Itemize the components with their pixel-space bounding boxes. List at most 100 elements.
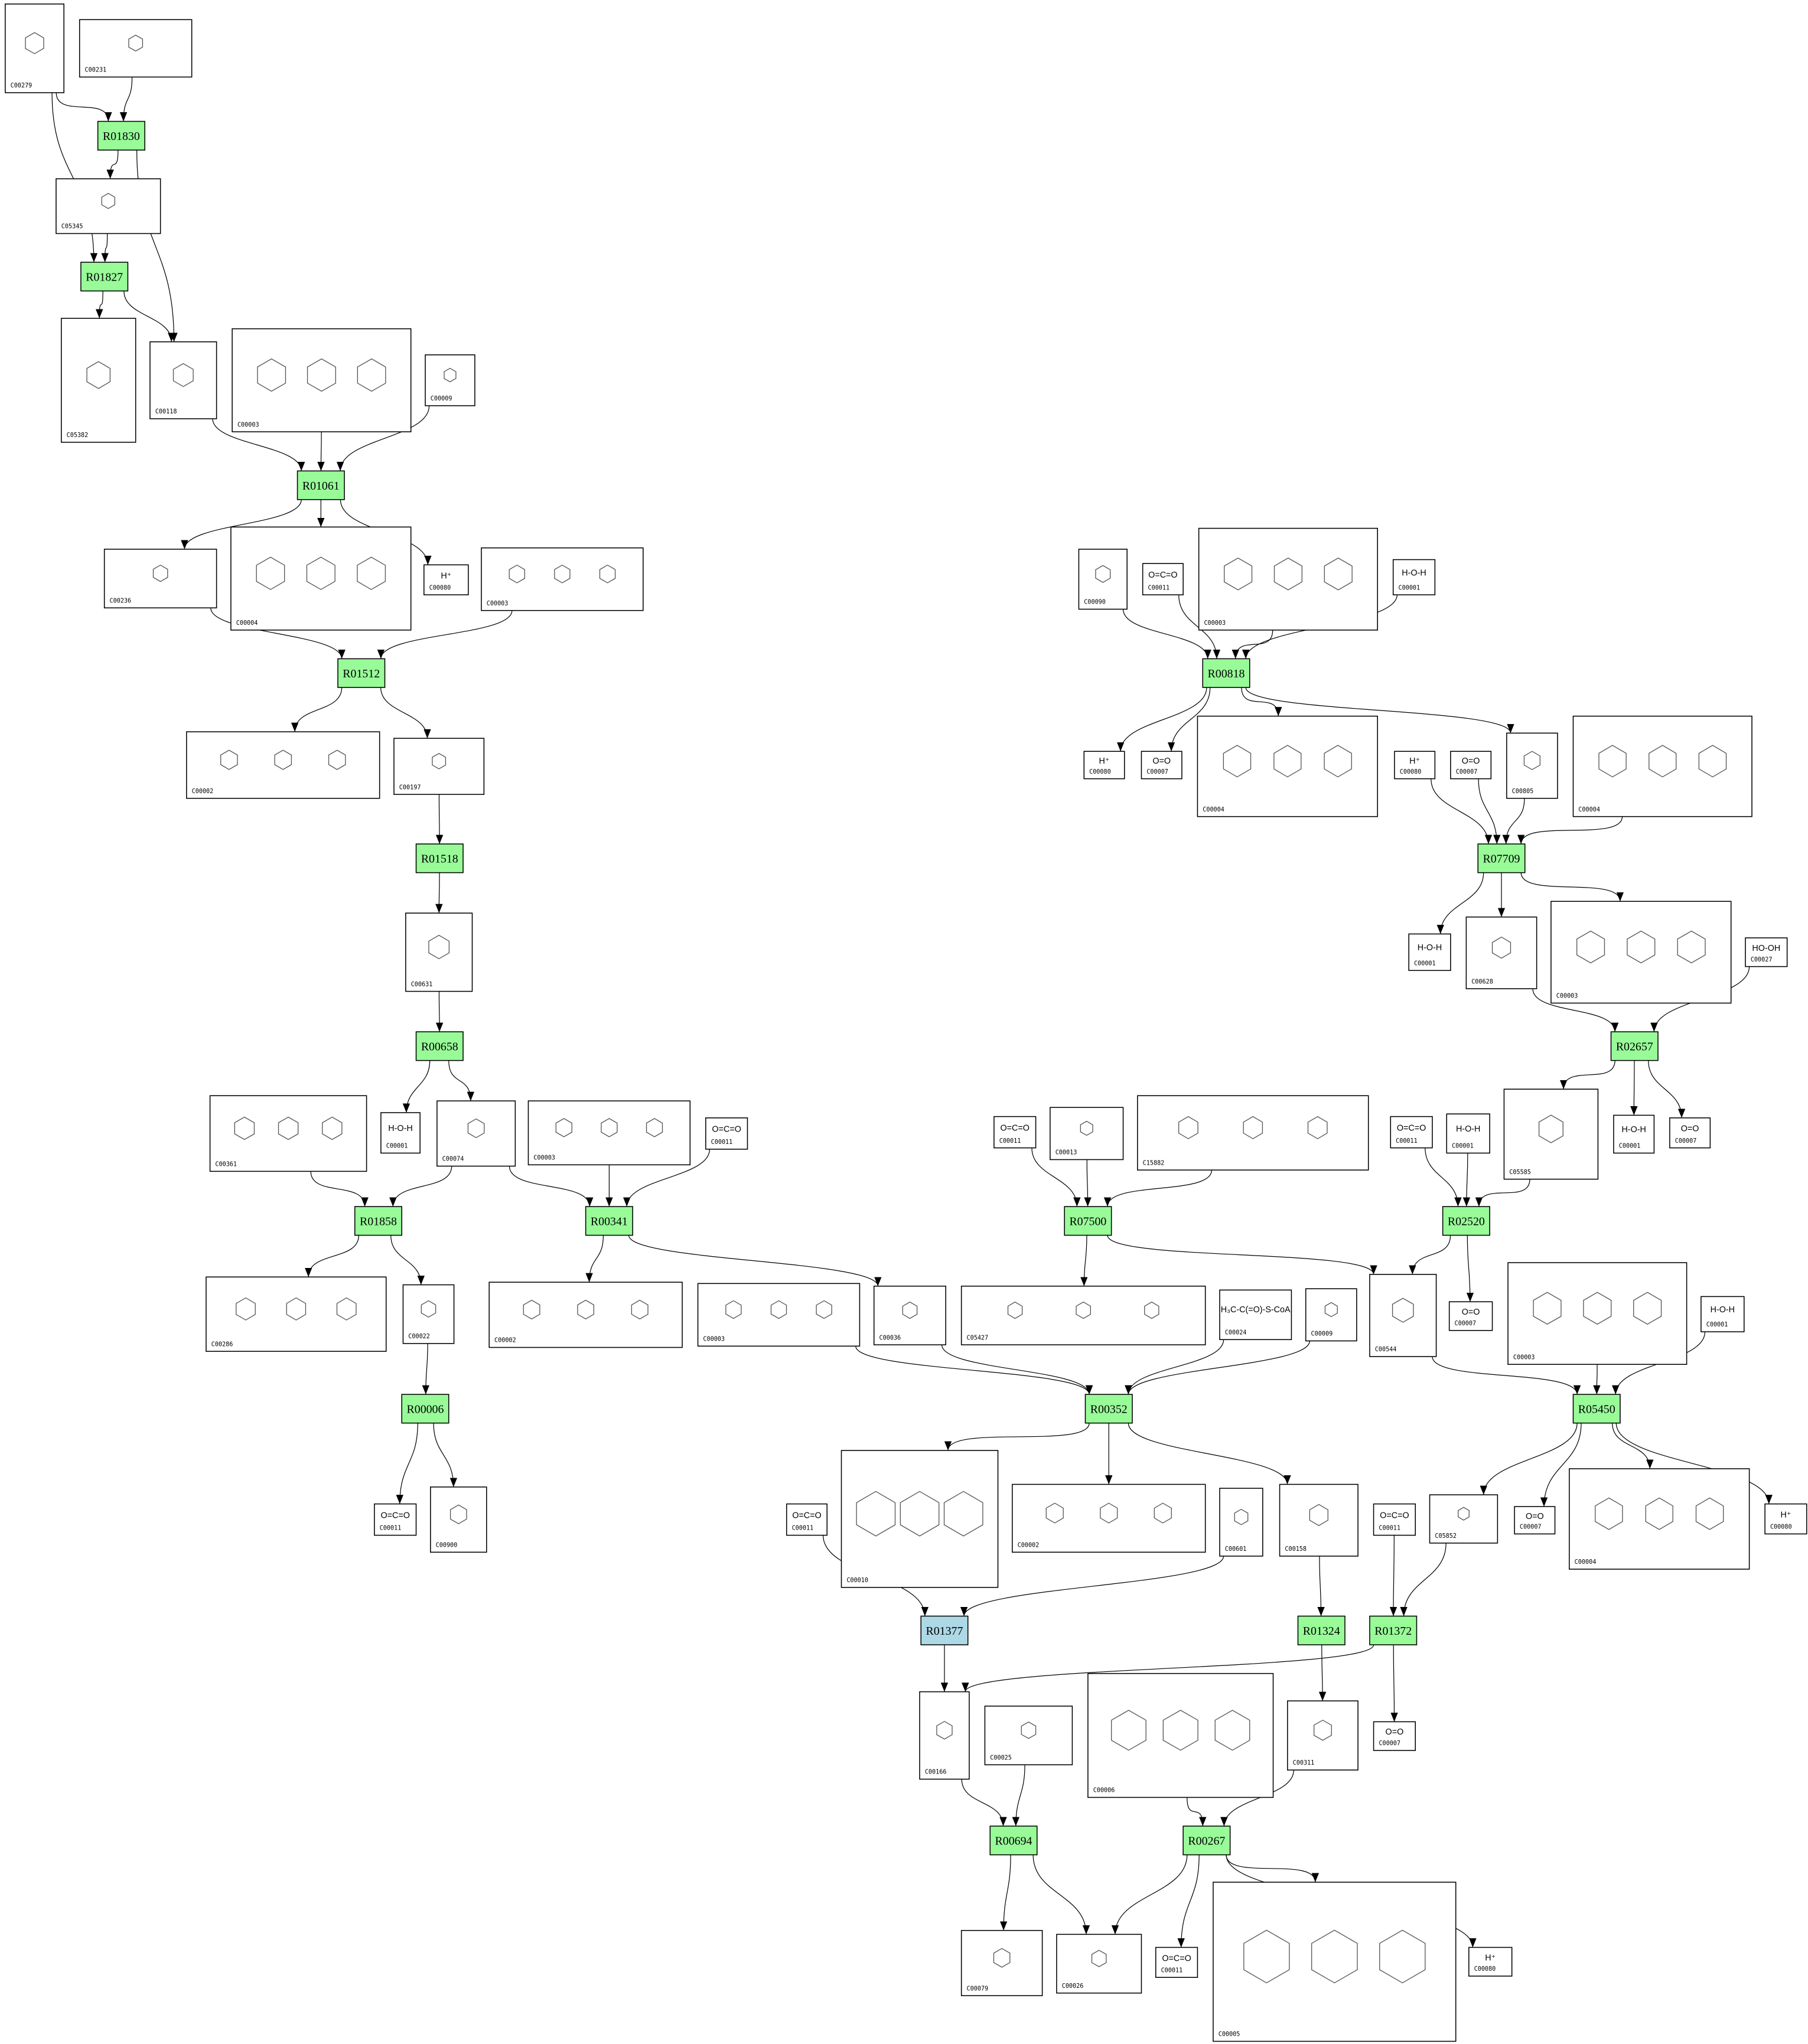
reaction-node-R07500[interactable]: R07500: [1064, 1206, 1112, 1236]
reaction-node-R01377[interactable]: R01377: [920, 1615, 969, 1645]
compound-box[interactable]: [960, 1929, 1043, 1996]
reaction-box[interactable]: [415, 1031, 464, 1061]
compound-box[interactable]: [1669, 1117, 1711, 1149]
compound-node-C00080[interactable]: H⁺C00080: [1083, 751, 1125, 780]
compound-node-C15882[interactable]: C15882: [1137, 1095, 1369, 1171]
compound-box[interactable]: [1392, 559, 1436, 595]
compound-box[interactable]: [1287, 1700, 1359, 1771]
reaction-node-R07709[interactable]: R07709: [1477, 843, 1526, 873]
compound-node-C00013[interactable]: C00013: [1050, 1107, 1124, 1160]
reaction-node-R01061[interactable]: R01061: [297, 470, 345, 500]
compound-box[interactable]: [430, 1486, 487, 1553]
compound-box[interactable]: [960, 1285, 1206, 1345]
compound-node-C00009[interactable]: C00009: [425, 354, 475, 406]
compound-node-C05382[interactable]: C05382: [61, 318, 136, 443]
reaction-node-R01858[interactable]: R01858: [354, 1206, 402, 1236]
reaction-node-R05450[interactable]: R05450: [1572, 1394, 1621, 1424]
compound-node-C00090[interactable]: C00090: [1078, 549, 1128, 610]
reaction-node-R01512[interactable]: R01512: [337, 658, 386, 688]
compound-box[interactable]: [149, 341, 217, 419]
compound-node-C00279[interactable]: C00279: [5, 3, 64, 93]
compound-box[interactable]: [1572, 715, 1752, 817]
reaction-box[interactable]: [1297, 1615, 1346, 1645]
compound-box[interactable]: [232, 328, 412, 432]
reaction-node-R00341[interactable]: R00341: [585, 1206, 633, 1236]
compound-node-C00158[interactable]: C00158: [1279, 1484, 1359, 1557]
reaction-node-R01827[interactable]: R01827: [80, 262, 129, 292]
reaction-box[interactable]: [1610, 1031, 1659, 1061]
compound-node-C00197[interactable]: C00197: [393, 738, 485, 795]
reaction-box[interactable]: [1202, 658, 1250, 688]
compound-box[interactable]: [993, 1116, 1037, 1149]
reaction-box[interactable]: [415, 843, 464, 873]
compound-box[interactable]: [1468, 1947, 1513, 1977]
compound-node-C00004[interactable]: C00004: [1572, 715, 1752, 817]
compound-node-C00002[interactable]: C00002: [186, 731, 380, 799]
compound-box[interactable]: [1745, 937, 1788, 967]
compound-node-C00074[interactable]: C00074: [436, 1100, 516, 1167]
compound-box[interactable]: [1569, 1468, 1750, 1570]
compound-box[interactable]: [1507, 1262, 1688, 1365]
compound-box[interactable]: [405, 912, 473, 992]
compound-box[interactable]: [1197, 715, 1378, 817]
compound-box[interactable]: [1198, 527, 1378, 631]
compound-node-C05585[interactable]: C05585: [1503, 1088, 1599, 1180]
compound-node-C00361[interactable]: C00361: [209, 1095, 367, 1172]
reaction-node-R00006[interactable]: R00006: [401, 1394, 449, 1424]
compound-node-C00006[interactable]: C00006: [1087, 1673, 1274, 1798]
compound-box[interactable]: [230, 526, 412, 631]
reaction-node-R02520[interactable]: R02520: [1442, 1206, 1490, 1236]
reaction-node-R01518[interactable]: R01518: [415, 843, 464, 873]
compound-node-C00003[interactable]: C00003: [1550, 901, 1732, 1004]
compound-node-C00010[interactable]: C00010: [841, 1450, 999, 1588]
compound-box[interactable]: [61, 318, 136, 443]
compound-box[interactable]: [1137, 1095, 1369, 1171]
reaction-node-R01830[interactable]: R01830: [97, 120, 145, 151]
compound-node-C00003[interactable]: C00003: [1198, 527, 1378, 631]
compound-node-C00026[interactable]: C00026: [1056, 1934, 1142, 1994]
compound-box[interactable]: [1219, 1289, 1292, 1341]
compound-box[interactable]: [1701, 1296, 1745, 1332]
compound-box[interactable]: [1141, 751, 1182, 780]
reaction-box[interactable]: [401, 1394, 449, 1424]
compound-node-C00631[interactable]: C00631: [405, 912, 473, 992]
compound-node-C00805[interactable]: C00805: [1506, 732, 1558, 799]
compound-box[interactable]: [527, 1100, 691, 1166]
reaction-node-R00352[interactable]: R00352: [1084, 1394, 1133, 1424]
compound-box[interactable]: [1394, 751, 1436, 780]
compound-box[interactable]: [1078, 549, 1128, 610]
compound-box[interactable]: [873, 1285, 946, 1345]
reaction-box[interactable]: [920, 1615, 969, 1645]
compound-node-C00003[interactable]: C00003: [1507, 1262, 1688, 1365]
compound-node-C05852[interactable]: C05852: [1429, 1494, 1498, 1544]
compound-box[interactable]: [1012, 1484, 1206, 1553]
compound-node-C00118[interactable]: C00118: [149, 341, 217, 419]
compound-box[interactable]: [1373, 1503, 1416, 1536]
compound-box[interactable]: [1764, 1503, 1807, 1535]
reaction-box[interactable]: [97, 120, 145, 151]
reaction-box[interactable]: [1182, 1825, 1231, 1856]
compound-box[interactable]: [393, 738, 485, 795]
compound-node-C00036[interactable]: C00036: [873, 1285, 946, 1345]
compound-box[interactable]: [1503, 1088, 1599, 1180]
compound-box[interactable]: [1506, 732, 1558, 799]
reaction-box[interactable]: [1369, 1615, 1418, 1645]
compound-box[interactable]: [786, 1503, 828, 1536]
compound-box[interactable]: [1390, 1116, 1433, 1149]
compound-node-C00311[interactable]: C00311: [1287, 1700, 1359, 1771]
reaction-node-R00658[interactable]: R00658: [415, 1031, 464, 1061]
compound-box[interactable]: [186, 731, 380, 799]
compound-node-C00002[interactable]: C00002: [488, 1282, 683, 1348]
compound-node-C00286[interactable]: C00286: [206, 1276, 387, 1352]
reaction-box[interactable]: [80, 262, 129, 292]
compound-box[interactable]: [402, 1284, 455, 1344]
